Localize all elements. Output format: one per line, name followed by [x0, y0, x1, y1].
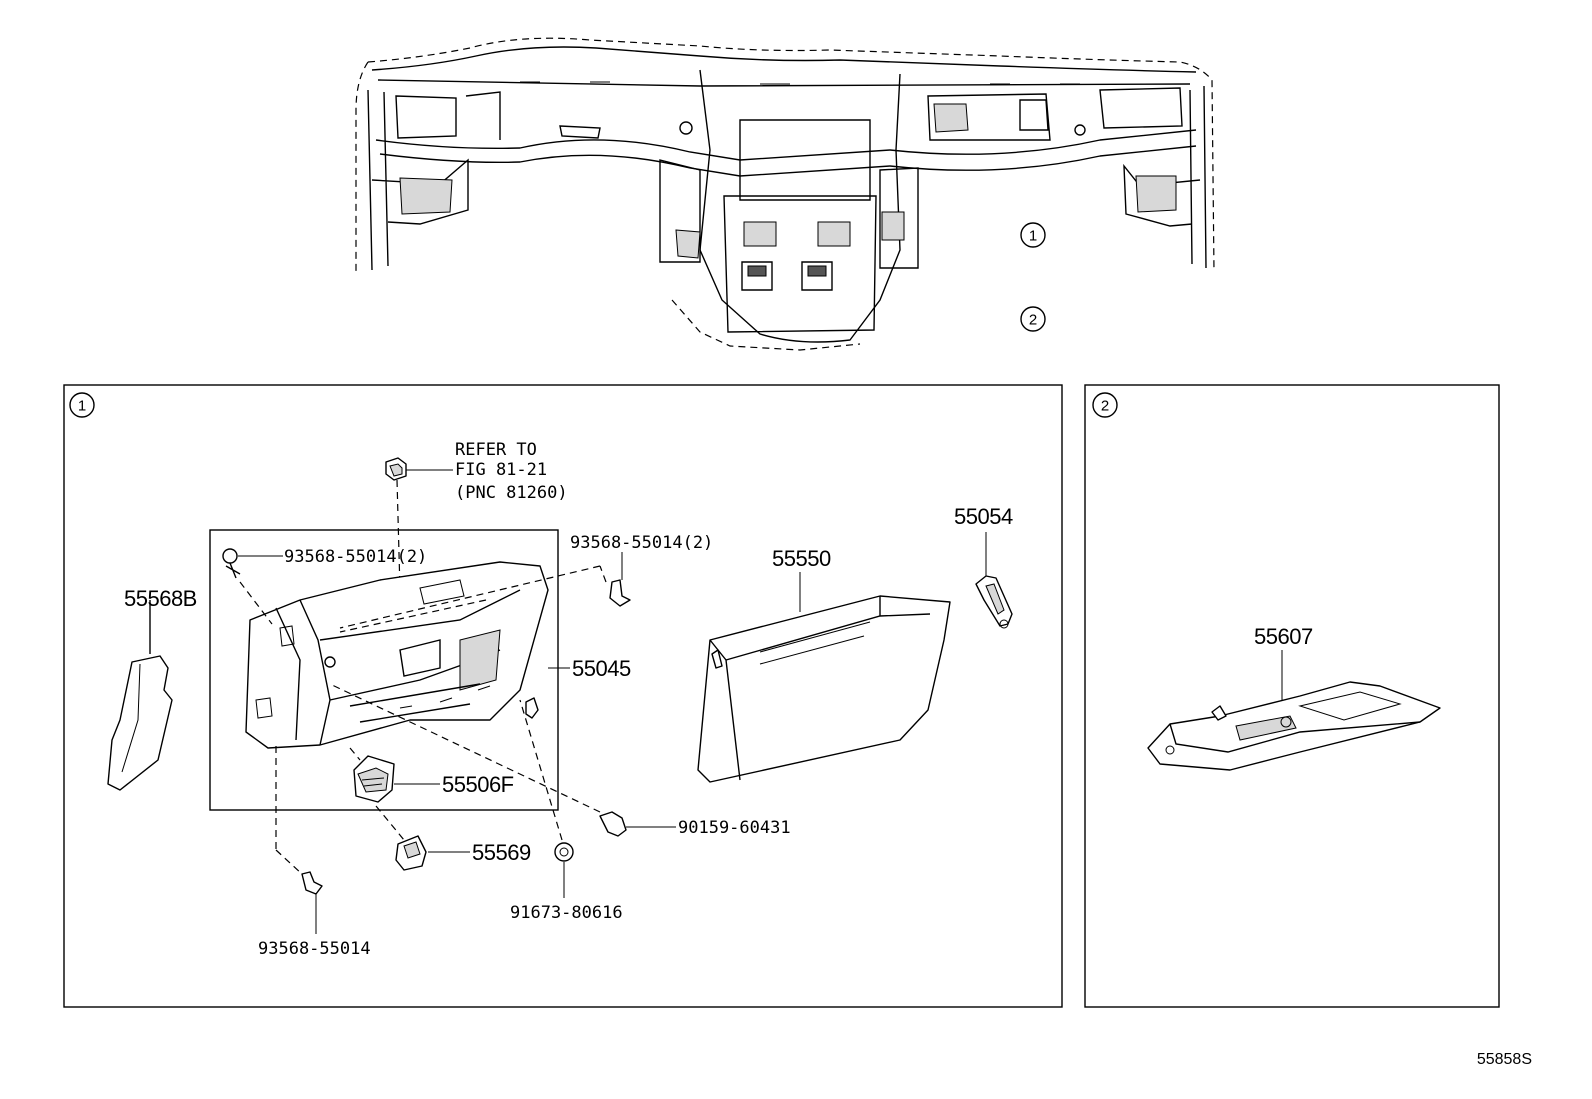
- detail-panel-2: [1084, 384, 1500, 1008]
- label-93568-55014-2-right: 93568-55014(2): [570, 533, 713, 553]
- overview-callout-1-text: 1: [1029, 228, 1037, 245]
- lower-cover: [1147, 650, 1441, 771]
- glove-box-cushion: [375, 805, 470, 871]
- housing-clip: [525, 697, 539, 719]
- glove-compartment-door-subassembly-box: [209, 529, 559, 811]
- side-cover: [107, 600, 173, 791]
- label-90159-60431: 90159-60431: [678, 818, 791, 838]
- label-55506F: 55506F: [442, 772, 514, 797]
- refer-note-line-1: REFER TO: [455, 440, 537, 460]
- screw-lower: [275, 746, 323, 934]
- detail-panel-1: [63, 384, 1063, 1008]
- refer-note-line-3: (PNC 81260): [455, 483, 568, 503]
- label-55568B: 55568B: [124, 586, 197, 611]
- refer-note-line-2: FIG 81-21: [455, 460, 547, 480]
- label-55045: 55045: [572, 656, 631, 681]
- refer-note: REFER TO FIG 81-21 (PNC 81260): [405, 440, 568, 503]
- overview-callout-1: 1: [1020, 222, 1046, 248]
- label-93568-55014: 93568-55014: [258, 939, 371, 959]
- glove-box-damper: [349, 747, 440, 803]
- panel-2-callout: 2: [1092, 392, 1118, 418]
- label-91673-80616: 91673-80616: [510, 903, 623, 923]
- instrument-panel-overview: [355, 37, 1215, 351]
- label-55550: 55550: [772, 546, 831, 571]
- label-93568-55014-2-left: 93568-55014(2): [284, 547, 427, 567]
- glove-box-housing: [245, 561, 549, 749]
- screw-upper-left: [222, 548, 283, 625]
- bolt-90159: [329, 683, 676, 837]
- label-55054: 55054: [954, 504, 1013, 529]
- glove-box-lock: [975, 532, 1013, 629]
- glove-compartment-door: [697, 572, 951, 783]
- label-55607: 55607: [1254, 624, 1313, 649]
- figure-code: 55858S: [1477, 1051, 1532, 1068]
- screw-upper-right: [339, 552, 631, 629]
- panel-2-callout-text: 2: [1101, 398, 1109, 415]
- panel-1-callout: 1: [69, 392, 95, 418]
- overview-callout-2: 2: [1020, 306, 1046, 332]
- overview-callout-2-text: 2: [1029, 312, 1037, 329]
- lamp-clip: [385, 457, 407, 591]
- panel-1-callout-text: 1: [78, 398, 86, 415]
- label-55569: 55569: [472, 840, 531, 865]
- clip-91673: [519, 699, 574, 898]
